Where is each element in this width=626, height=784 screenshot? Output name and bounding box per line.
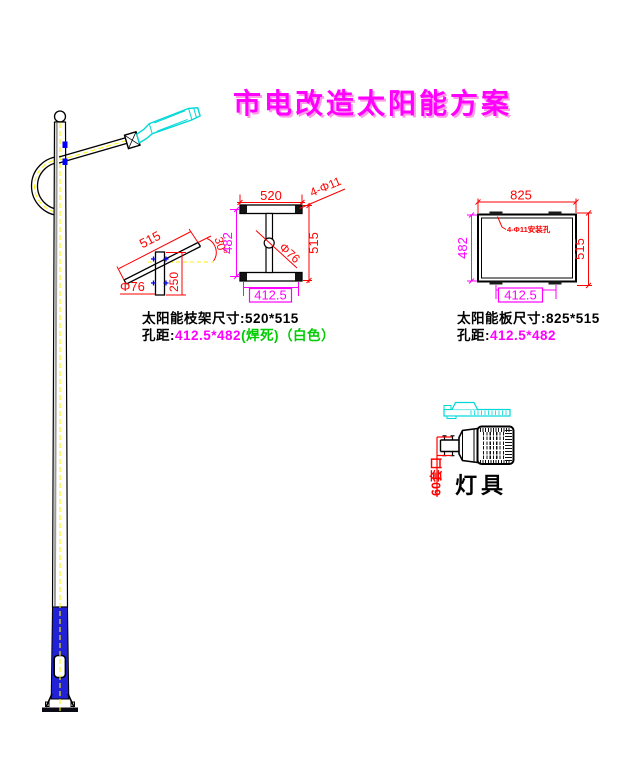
- bracket-caption-holes-weld: (焊死): [241, 328, 280, 343]
- bracket-hole-tabs: [240, 205, 302, 281]
- bracket-dim-412-label: 412.5: [254, 287, 287, 302]
- pole-drawing: [30, 107, 201, 712]
- bracket-tube-leader: [255, 230, 298, 269]
- mount-bolts: [442, 435, 455, 457]
- bracket-dim-520: [237, 194, 305, 206]
- bracket-bottom-plate: [239, 271, 303, 282]
- bracket-tube-label: Φ76: [277, 240, 304, 266]
- bracket-holes-label: 4-Φ11: [308, 174, 344, 200]
- panel-caption-holes-prefix: 孔距:: [457, 328, 490, 343]
- panel-caption-holes: 孔距:412.5*482: [457, 328, 556, 344]
- panel-outer: [477, 213, 577, 283]
- sheet-title: 市电改造太阳能方案: [233, 88, 513, 119]
- bracket-dim-412: [243, 282, 299, 296]
- bracket-dim-520-label: 520: [260, 188, 282, 203]
- panel-dim-825: [475, 198, 579, 213]
- bracket-dim-482: [230, 206, 240, 280]
- pole-luminaire: [123, 107, 201, 150]
- bracket-dim-412-box: [248, 287, 293, 303]
- bracket-holes-leader: [299, 188, 346, 209]
- base-wings: [45, 693, 75, 708]
- luminaire-body: [458, 427, 479, 464]
- luminaire-hatch-top: [480, 428, 511, 432]
- arm-loop: [30, 155, 62, 217]
- panel-dim-412-label: 412.5: [504, 287, 537, 302]
- base-bolt-left: [45, 701, 50, 707]
- socket-dim-label: 60套口: [429, 457, 444, 496]
- bracket-dim-482-label: 482: [220, 232, 235, 254]
- panel-holes-label: 4-Φ11安装孔: [507, 224, 551, 234]
- panel-caption-holes-value: 412.5*482: [490, 328, 557, 343]
- side-dim-250: [166, 252, 186, 296]
- pole-access-door: [53, 654, 67, 679]
- bracket-side-view: 515 30° 250 Φ76: [116, 228, 230, 296]
- bracket-caption-holes-value: 412.5*482: [175, 328, 242, 343]
- bracket-caption-holes-prefix: 孔距:: [142, 328, 175, 343]
- side-post-bolts: [151, 256, 169, 286]
- bracket-caption-size: 太阳能枝架尺寸:520*515: [142, 311, 299, 326]
- pole-shading: [53, 122, 58, 607]
- side-dim-dia-label: Φ76: [120, 279, 145, 294]
- luminaire-endcap-pattern: [505, 430, 512, 461]
- bracket-dim-515-label: 515: [306, 232, 321, 254]
- side-dim-angle: [197, 235, 217, 262]
- bracket-front-view: Φ76 520 482 515 412.5 4-Φ11: [220, 174, 346, 303]
- socket-dim: [436, 436, 452, 497]
- base-bolt-right: [70, 701, 75, 707]
- side-dim-angle-label: 30°: [211, 235, 230, 257]
- panel-mount-tabs: [489, 211, 562, 285]
- panel-caption-size: 太阳能板尺寸:825*515: [457, 311, 600, 326]
- arm-clamp-bolt-bottom: [62, 158, 68, 165]
- bracket-caption-holes: 孔距:412.5*482(焊死)（白色）: [142, 328, 335, 344]
- luminaire-top-view: [443, 401, 511, 419]
- luminaire-hatch-bottom: [480, 459, 511, 463]
- bracket-dim-515: [303, 202, 312, 284]
- panel-dim-482-label: 482: [455, 237, 470, 259]
- arm-clamp-bolt-top: [62, 141, 68, 148]
- panel-dim-825-label: 825: [510, 188, 532, 203]
- panel-dim-482: [467, 212, 477, 284]
- pole-top-ball: [53, 110, 67, 123]
- panel-holes-leader: [497, 216, 507, 230]
- bracket-caption-holes-color: （白色）: [279, 328, 336, 343]
- panel-dim-412-box: [497, 287, 544, 303]
- side-bar: [123, 241, 202, 285]
- side-post: [154, 251, 166, 296]
- luminaire-label: 灯具: [455, 473, 508, 498]
- side-dim-250-label: 250: [167, 272, 181, 292]
- bracket-top-plate: [239, 204, 303, 215]
- side-dim-515: [116, 228, 199, 281]
- panel-view: 825 482 515 412.5 4-Φ11安装孔: [455, 188, 592, 303]
- luminaire-fins-pattern: [483, 432, 506, 459]
- panel-dim-515-label: 515: [572, 238, 587, 260]
- panel-inner: [481, 217, 573, 279]
- lamp-arm: [58, 133, 138, 164]
- panel-dim-515: [577, 210, 592, 289]
